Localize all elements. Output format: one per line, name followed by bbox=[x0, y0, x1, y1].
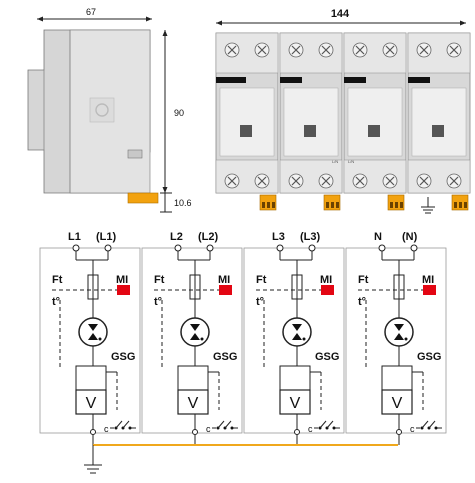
module-label-bar bbox=[280, 77, 302, 83]
terminal-in-label: L3 bbox=[272, 231, 285, 243]
ground-icon bbox=[421, 197, 435, 214]
terminal-block bbox=[451, 194, 469, 211]
circuit-channel: L1 (L1) Ft MI t° GSG Vc bbox=[39, 231, 141, 445]
gsg-label: GSG bbox=[315, 351, 339, 363]
gsg-label: GSG bbox=[111, 351, 135, 363]
front-module bbox=[279, 32, 343, 211]
screw-icon bbox=[352, 173, 368, 189]
module-small-text: L/N bbox=[348, 159, 354, 164]
module-label-bar bbox=[216, 77, 246, 83]
temp-label: t° bbox=[256, 296, 264, 308]
module-small-text: L/N bbox=[332, 159, 338, 164]
screw-icon bbox=[254, 42, 270, 58]
gas-discharge-icon bbox=[78, 317, 108, 347]
screw-icon bbox=[446, 173, 462, 189]
mi-label: MI bbox=[422, 274, 434, 286]
front-module bbox=[407, 32, 471, 211]
terminal-out-label: (L1) bbox=[96, 231, 117, 243]
module-label-bar bbox=[344, 77, 366, 83]
mi-label: MI bbox=[116, 274, 128, 286]
temp-label: t° bbox=[154, 296, 162, 308]
status-window bbox=[432, 125, 444, 137]
temp-label: t° bbox=[52, 296, 60, 308]
varistor-label: V bbox=[86, 395, 97, 412]
mi-indicator bbox=[117, 285, 130, 295]
brand-logo-side bbox=[89, 97, 115, 123]
screw-icon bbox=[288, 173, 304, 189]
mi-label: MI bbox=[320, 274, 332, 286]
screw-icon bbox=[254, 173, 270, 189]
mi-indicator bbox=[321, 285, 334, 295]
terminal-in-label: N bbox=[374, 231, 382, 243]
screw-icon bbox=[446, 42, 462, 58]
ft-label: Ft bbox=[358, 274, 369, 286]
mi-indicator bbox=[423, 285, 436, 295]
circuit-diagram: L1 (L1) Ft MI t° GSG Vc L2 (L2) Ft MI t° GSG Vc L3 (L3)… bbox=[39, 231, 447, 474]
dim-width-side: 67 bbox=[86, 7, 96, 17]
gsg-label: GSG bbox=[213, 351, 237, 363]
dim-offset: 10.6 bbox=[174, 198, 192, 208]
ft-label: Ft bbox=[154, 274, 165, 286]
front-module bbox=[343, 32, 407, 211]
temp-label: t° bbox=[358, 296, 366, 308]
side-view: 67 90 10.6 bbox=[27, 7, 192, 213]
screw-icon bbox=[382, 42, 398, 58]
screw-icon bbox=[224, 173, 240, 189]
mi-indicator bbox=[219, 285, 232, 295]
front-view: 144 L/N L/N bbox=[215, 8, 471, 214]
screw-icon bbox=[416, 173, 432, 189]
status-window bbox=[240, 125, 252, 137]
screw-icon bbox=[318, 173, 334, 189]
contact-label: c bbox=[308, 424, 313, 434]
screw-icon bbox=[224, 42, 240, 58]
screw-icon bbox=[352, 42, 368, 58]
mi-label: MI bbox=[218, 274, 230, 286]
circuit-channel: L2 (L2) Ft MI t° GSG Vc bbox=[141, 231, 243, 445]
module-label-bar bbox=[408, 77, 430, 83]
varistor-label: V bbox=[290, 395, 301, 412]
switch-contact-icon bbox=[314, 420, 340, 430]
dim-width-front: 144 bbox=[331, 8, 350, 20]
switch-contact-icon bbox=[416, 420, 442, 430]
dim-height: 90 bbox=[174, 108, 184, 118]
screw-icon bbox=[288, 42, 304, 58]
terminal-out-label: (N) bbox=[402, 231, 418, 243]
terminal-in-label: L1 bbox=[68, 231, 81, 243]
front-module bbox=[215, 32, 279, 211]
ft-label: Ft bbox=[256, 274, 267, 286]
contact-label: c bbox=[104, 424, 109, 434]
terminal-block bbox=[323, 194, 341, 211]
gsg-label: GSG bbox=[417, 351, 441, 363]
varistor-label: V bbox=[392, 395, 403, 412]
terminal-out-label: (L3) bbox=[300, 231, 321, 243]
terminal-in-label: L2 bbox=[170, 231, 183, 243]
contact-label: c bbox=[410, 424, 415, 434]
gas-discharge-icon bbox=[180, 317, 210, 347]
screw-icon bbox=[382, 173, 398, 189]
circuit-channel: L3 (L3) Ft MI t° GSG Vc bbox=[243, 231, 345, 445]
terminal-block bbox=[259, 194, 277, 211]
terminal-block bbox=[387, 194, 405, 211]
gas-discharge-icon bbox=[282, 317, 312, 347]
ft-label: Ft bbox=[52, 274, 63, 286]
status-window bbox=[368, 125, 380, 137]
status-window bbox=[304, 125, 316, 137]
ground-icon bbox=[84, 445, 102, 474]
circuit-channel: N (N) Ft MI t° GSG Vc bbox=[345, 231, 447, 445]
screw-icon bbox=[416, 42, 432, 58]
varistor-label: V bbox=[188, 395, 199, 412]
gas-discharge-icon bbox=[384, 317, 414, 347]
screw-icon bbox=[318, 42, 334, 58]
contact-label: c bbox=[206, 424, 211, 434]
switch-contact-icon bbox=[110, 420, 136, 430]
terminal-out-label: (L2) bbox=[198, 231, 219, 243]
switch-contact-icon bbox=[212, 420, 238, 430]
